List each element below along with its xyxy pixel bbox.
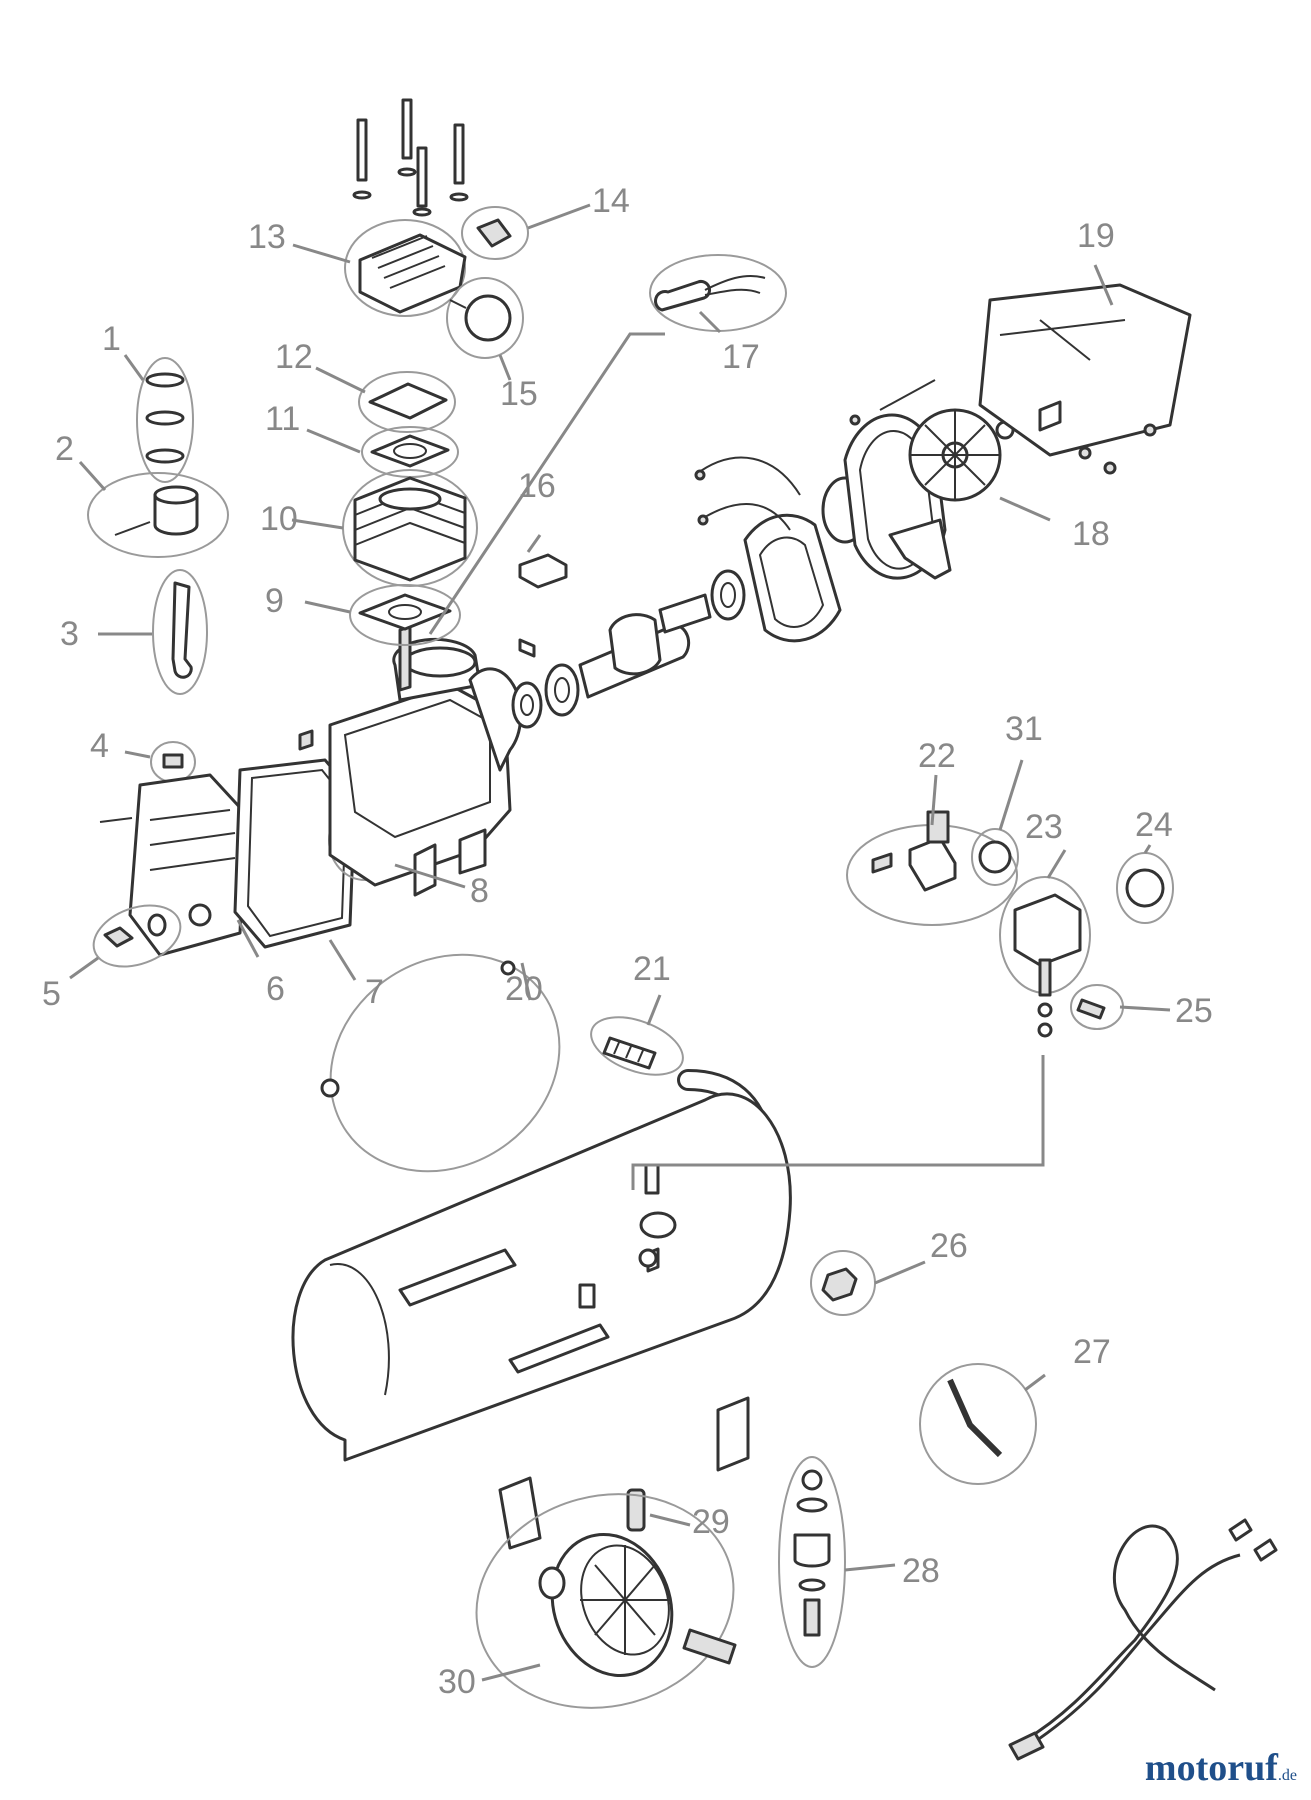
part-6-crankcase-cover	[99, 773, 247, 957]
part-4-breather	[150, 741, 196, 783]
crankcase-block	[298, 625, 536, 897]
head-bolts	[352, 98, 469, 217]
brand-suffix: .de	[1277, 1767, 1297, 1784]
callout-31: 31	[1005, 710, 1043, 748]
part-7-gasket	[233, 758, 357, 949]
air-tank	[291, 1092, 792, 1462]
callout-21: 21	[633, 950, 671, 988]
callout-5: 5	[42, 975, 61, 1013]
part-19-shroud	[978, 283, 1192, 475]
callout-9: 9	[265, 582, 284, 620]
callout-20: 20	[505, 970, 543, 1008]
callout-6: 6	[266, 970, 285, 1008]
callout-7: 7	[365, 973, 384, 1011]
part-26-tee-fitting	[810, 1250, 876, 1316]
callout-3: 3	[60, 615, 79, 653]
part-1-piston-rings	[136, 357, 194, 483]
part-10-cylinder	[342, 469, 478, 587]
callout-labels: 1 2 3 4 5 6 7 8 9 10 11 12 13 14 15 16 1…	[42, 182, 1213, 1701]
power-cord	[1008, 1518, 1278, 1761]
callout-28: 28	[902, 1552, 940, 1590]
part-14-elbow-fitting	[461, 206, 529, 260]
part-29-drain-valve	[626, 1488, 646, 1532]
brand-name: motoruf	[1144, 1747, 1278, 1789]
part-18-fan-blades	[849, 379, 1015, 502]
callout-25: 25	[1175, 992, 1213, 1030]
part-23-pressure-switch	[999, 876, 1091, 1038]
motoruf-logo: motoruf.de	[1145, 1746, 1297, 1790]
callout-14: 14	[592, 182, 630, 220]
motor-stator	[694, 456, 842, 643]
part-11-head-gasket	[361, 426, 459, 478]
callout-16: 16	[518, 467, 556, 505]
part-20-hose	[320, 953, 561, 1173]
part-5-drain-plug	[92, 904, 182, 968]
part-3-connecting-rod	[152, 569, 208, 695]
part-17-sensor	[649, 254, 787, 332]
callout-8: 8	[470, 872, 489, 910]
leader-lines	[69, 203, 1171, 1682]
callout-13: 13	[248, 218, 286, 256]
callout-2: 2	[55, 430, 74, 468]
callout-27: 27	[1073, 1333, 1111, 1371]
callout-15: 15	[500, 375, 538, 413]
part-16-capacitor	[518, 553, 568, 589]
callout-23: 23	[1025, 808, 1063, 846]
part-25-check-valve	[1070, 984, 1124, 1030]
tank-feet	[498, 1396, 750, 1550]
callout-18: 18	[1072, 515, 1110, 553]
callout-1: 1	[102, 320, 121, 358]
part-28-foot-mount	[778, 1456, 846, 1668]
callout-11: 11	[265, 400, 300, 438]
part-12-valve-plate	[358, 371, 456, 433]
part-9-base-gasket	[349, 584, 461, 646]
callout-24: 24	[1135, 806, 1173, 844]
part-30-wheel	[475, 1493, 737, 1709]
callout-30: 30	[438, 1663, 476, 1701]
callout-29: 29	[692, 1503, 730, 1541]
callout-26: 26	[930, 1227, 968, 1265]
callout-4: 4	[90, 727, 109, 765]
part-24-gauge	[1116, 852, 1174, 924]
callout-17: 17	[722, 338, 760, 376]
callout-22: 22	[918, 737, 956, 775]
part-21-coupler	[590, 1016, 684, 1076]
part-15-air-filter	[446, 277, 524, 359]
crankshaft-assembly	[511, 569, 746, 729]
part-31-gauge	[971, 828, 1019, 886]
part-2-piston	[87, 472, 229, 558]
callout-10: 10	[260, 500, 298, 538]
part-27-drain-tube	[919, 1363, 1037, 1485]
callout-12: 12	[275, 338, 313, 376]
part-13-cylinder-head	[344, 219, 467, 317]
callout-19: 19	[1077, 217, 1115, 255]
